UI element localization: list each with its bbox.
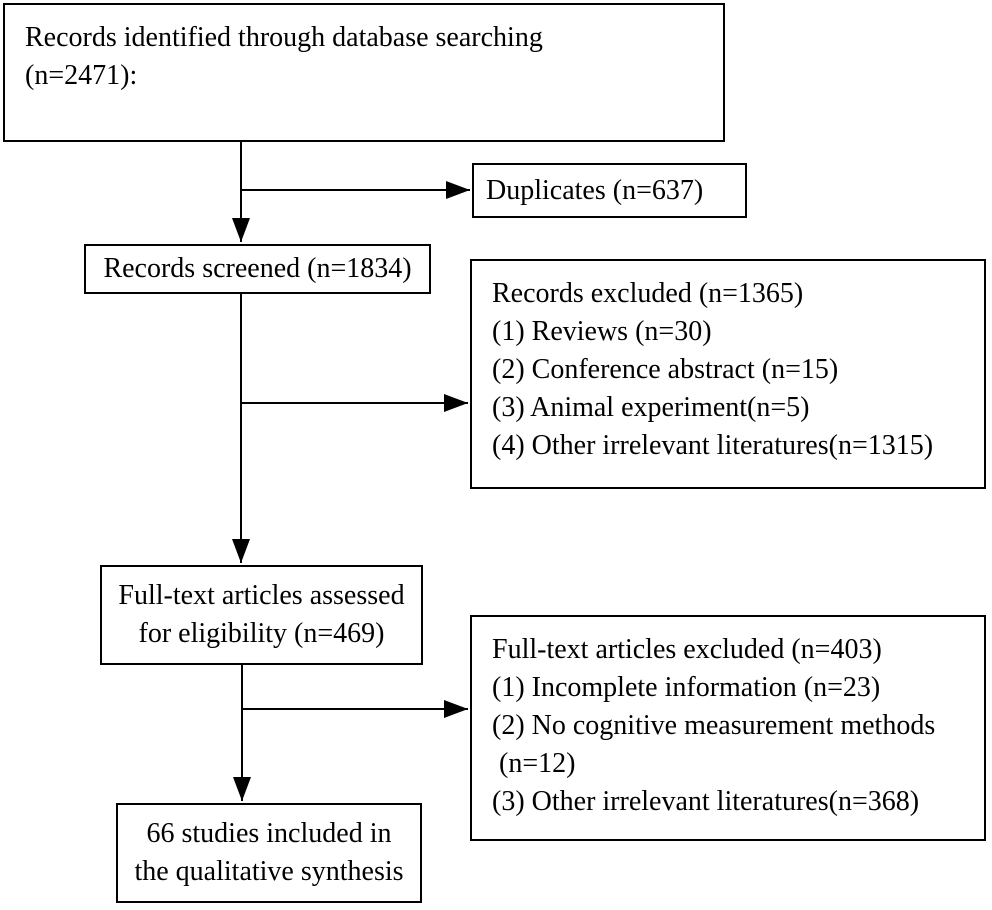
box-studies-included-text: 66 studies included in the qualitative s… xyxy=(134,818,404,887)
box-fulltext-excluded: Full-text articles excluded (n=403) (1) … xyxy=(470,615,986,841)
box-duplicates: Duplicates (n=637) xyxy=(472,163,747,218)
box-records-identified-text: Records identified through database sear… xyxy=(25,22,543,91)
box-fulltext-assessed-text: Full-text articles assessed for eligibil… xyxy=(118,580,405,649)
box-records-identified: Records identified through database sear… xyxy=(3,3,725,142)
box-fulltext-assessed: Full-text articles assessed for eligibil… xyxy=(100,565,423,665)
box-records-screened: Records screened (n=1834) xyxy=(84,244,431,294)
box-studies-included: 66 studies included in the qualitative s… xyxy=(116,803,422,903)
box-fulltext-excluded-text: Full-text articles excluded (n=403) (1) … xyxy=(492,634,936,817)
box-records-screened-text: Records screened (n=1834) xyxy=(103,253,412,284)
box-records-excluded: Records excluded (n=1365) (1) Reviews (n… xyxy=(470,259,986,489)
box-duplicates-text: Duplicates (n=637) xyxy=(486,174,704,206)
box-records-excluded-text: Records excluded (n=1365) (1) Reviews (n… xyxy=(492,278,934,461)
